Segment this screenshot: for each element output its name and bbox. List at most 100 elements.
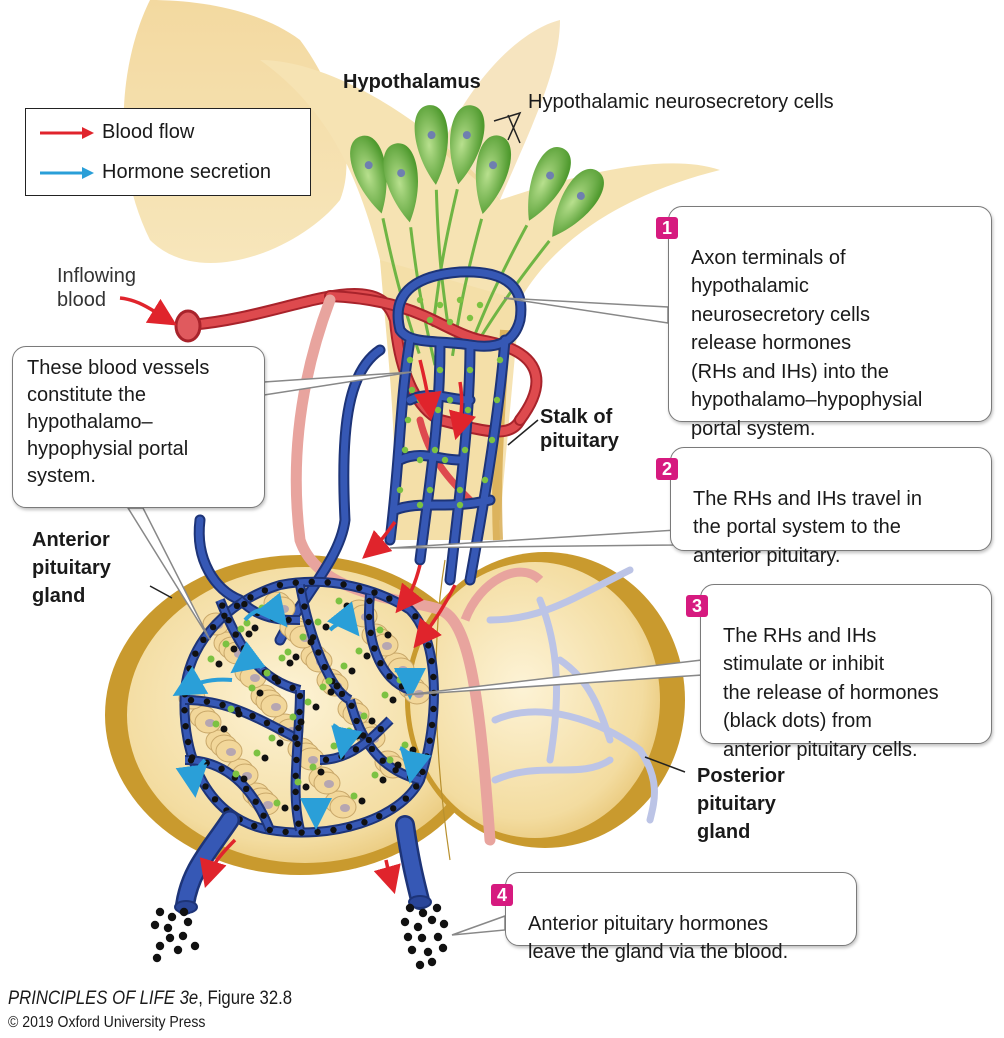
capillary	[184, 697, 302, 743]
released-hormone-dot	[427, 915, 437, 925]
hormone-dot-green	[371, 771, 379, 779]
hormone-dot-black	[379, 757, 386, 764]
hormone-dot-black	[233, 602, 241, 610]
hormone-dot	[416, 456, 424, 464]
released-hormone-dot	[423, 947, 433, 957]
copyright: © 2019 Oxford University Press	[8, 1014, 206, 1031]
hormone-dot-black	[182, 722, 189, 730]
hormone-dot-black	[245, 630, 253, 638]
released-hormone-dot	[427, 957, 437, 967]
hormone-dot-black	[261, 754, 269, 762]
callout-portal-system: These blood vessels constitute the hypot…	[12, 346, 265, 508]
hormone-dot-green	[248, 684, 256, 692]
hormone-dot-green	[237, 625, 245, 633]
hormone-dot-black	[371, 645, 378, 652]
hormone-dot-green	[376, 626, 384, 634]
step-text: The RHs and IHs travel in the portal sys…	[693, 487, 922, 567]
hormone-dot-black	[241, 600, 248, 608]
figure-number: , Figure 32.8	[198, 988, 293, 1009]
hormone-dot	[441, 456, 449, 464]
hormone-dot-black	[219, 701, 226, 709]
hormone-dot-black	[240, 645, 248, 652]
hormone-dot-black	[289, 684, 296, 692]
hormone-dot-black	[377, 660, 384, 667]
hormone-dot-black	[292, 772, 299, 780]
hormone-dot-black	[398, 683, 406, 690]
hormone-dot-black	[409, 746, 417, 754]
posterior-veins	[486, 566, 658, 824]
released-hormone-dot	[178, 931, 188, 941]
hormone-dot-black	[203, 698, 211, 705]
hormone-dot-black	[230, 645, 238, 653]
step-badge-3: 3	[686, 595, 708, 617]
step-badge-4: 4	[491, 884, 513, 906]
hormone-dot-black	[317, 768, 325, 776]
step-badge-1: 1	[656, 217, 678, 239]
hormone-dot-black	[307, 638, 315, 646]
hormone-dot-black	[406, 773, 414, 781]
released-hormone-dot	[407, 945, 417, 955]
hormone-dot-green	[299, 633, 307, 641]
hormone-dot-green	[278, 654, 286, 662]
hormone-dot-black	[312, 703, 320, 711]
hormone-dot	[446, 318, 454, 326]
hormone-dot-black	[296, 708, 303, 716]
hormone-dot-green	[335, 597, 343, 605]
released-hormone-dot	[433, 932, 443, 942]
released-hormone-dot	[405, 903, 415, 913]
hormone-dot-black	[340, 581, 347, 588]
neuron-nucleus	[489, 161, 498, 170]
callout-step-1: Axon terminals of hypothalamic neurosecr…	[668, 206, 992, 440]
hormone-dot-black	[402, 795, 410, 802]
cell-nucleus	[205, 719, 215, 727]
hormone-dot-green	[284, 648, 292, 656]
hormone-dot	[401, 446, 409, 454]
hormone-dot-black	[293, 756, 300, 764]
hormone-dot-black	[297, 587, 305, 595]
hormone-dot-green	[227, 705, 235, 713]
legend-item-blood-flow: Blood flow	[38, 120, 194, 144]
cell-nucleus	[340, 804, 350, 812]
hormone-dot-black	[249, 712, 256, 720]
neuron-body	[475, 135, 512, 215]
label-anterior-pituitary: Anterior pituitary gland	[32, 529, 111, 607]
hormone-dot-black	[294, 740, 301, 748]
hormone-dot-black	[187, 696, 195, 704]
hormone-dot-black	[263, 719, 271, 727]
hormone-dot-black	[271, 674, 279, 682]
released-hormone-dot	[400, 917, 410, 927]
neuron-body	[528, 146, 571, 221]
released-hormone-dot	[152, 953, 162, 963]
callout-step-2: The RHs and IHs travel in the portal sys…	[670, 447, 992, 567]
hormone-dot-green	[243, 619, 251, 627]
hormone-dot-black	[276, 739, 284, 747]
hormone-dot-black	[186, 665, 193, 672]
hormone-dot-black	[202, 783, 209, 790]
hormone-dot-black	[363, 652, 371, 660]
blood-flow-arrows	[119, 296, 477, 895]
hormone-dot-black	[314, 828, 321, 836]
hormone-dot-black	[232, 631, 239, 638]
hormone-dot-black	[200, 636, 207, 644]
hormone-dot-green	[319, 683, 327, 691]
hormone-dot-black	[321, 663, 328, 671]
legend-item-hormone-secretion: Hormone secretion	[38, 160, 271, 184]
hormone-dot-black	[315, 649, 322, 656]
released-hormone-dot	[432, 903, 442, 913]
released-hormone-dot	[155, 941, 165, 951]
released-hormones	[150, 903, 449, 970]
hormone-dot-black	[428, 657, 435, 665]
red-arrow-icon	[40, 126, 94, 139]
hormone-dot-black	[295, 724, 302, 732]
hormone-dot-green	[401, 741, 409, 749]
hormone-dot-black	[384, 631, 392, 639]
hormone-dot-black	[423, 753, 430, 760]
hormone-dot-green	[222, 640, 230, 648]
cell-nucleus	[271, 703, 281, 711]
hormone-dot	[408, 386, 416, 394]
neuron-cell	[431, 105, 485, 328]
hormone-dot-black	[390, 805, 397, 812]
neuron-nucleus	[364, 161, 373, 170]
hormone-dot-black	[219, 602, 226, 609]
